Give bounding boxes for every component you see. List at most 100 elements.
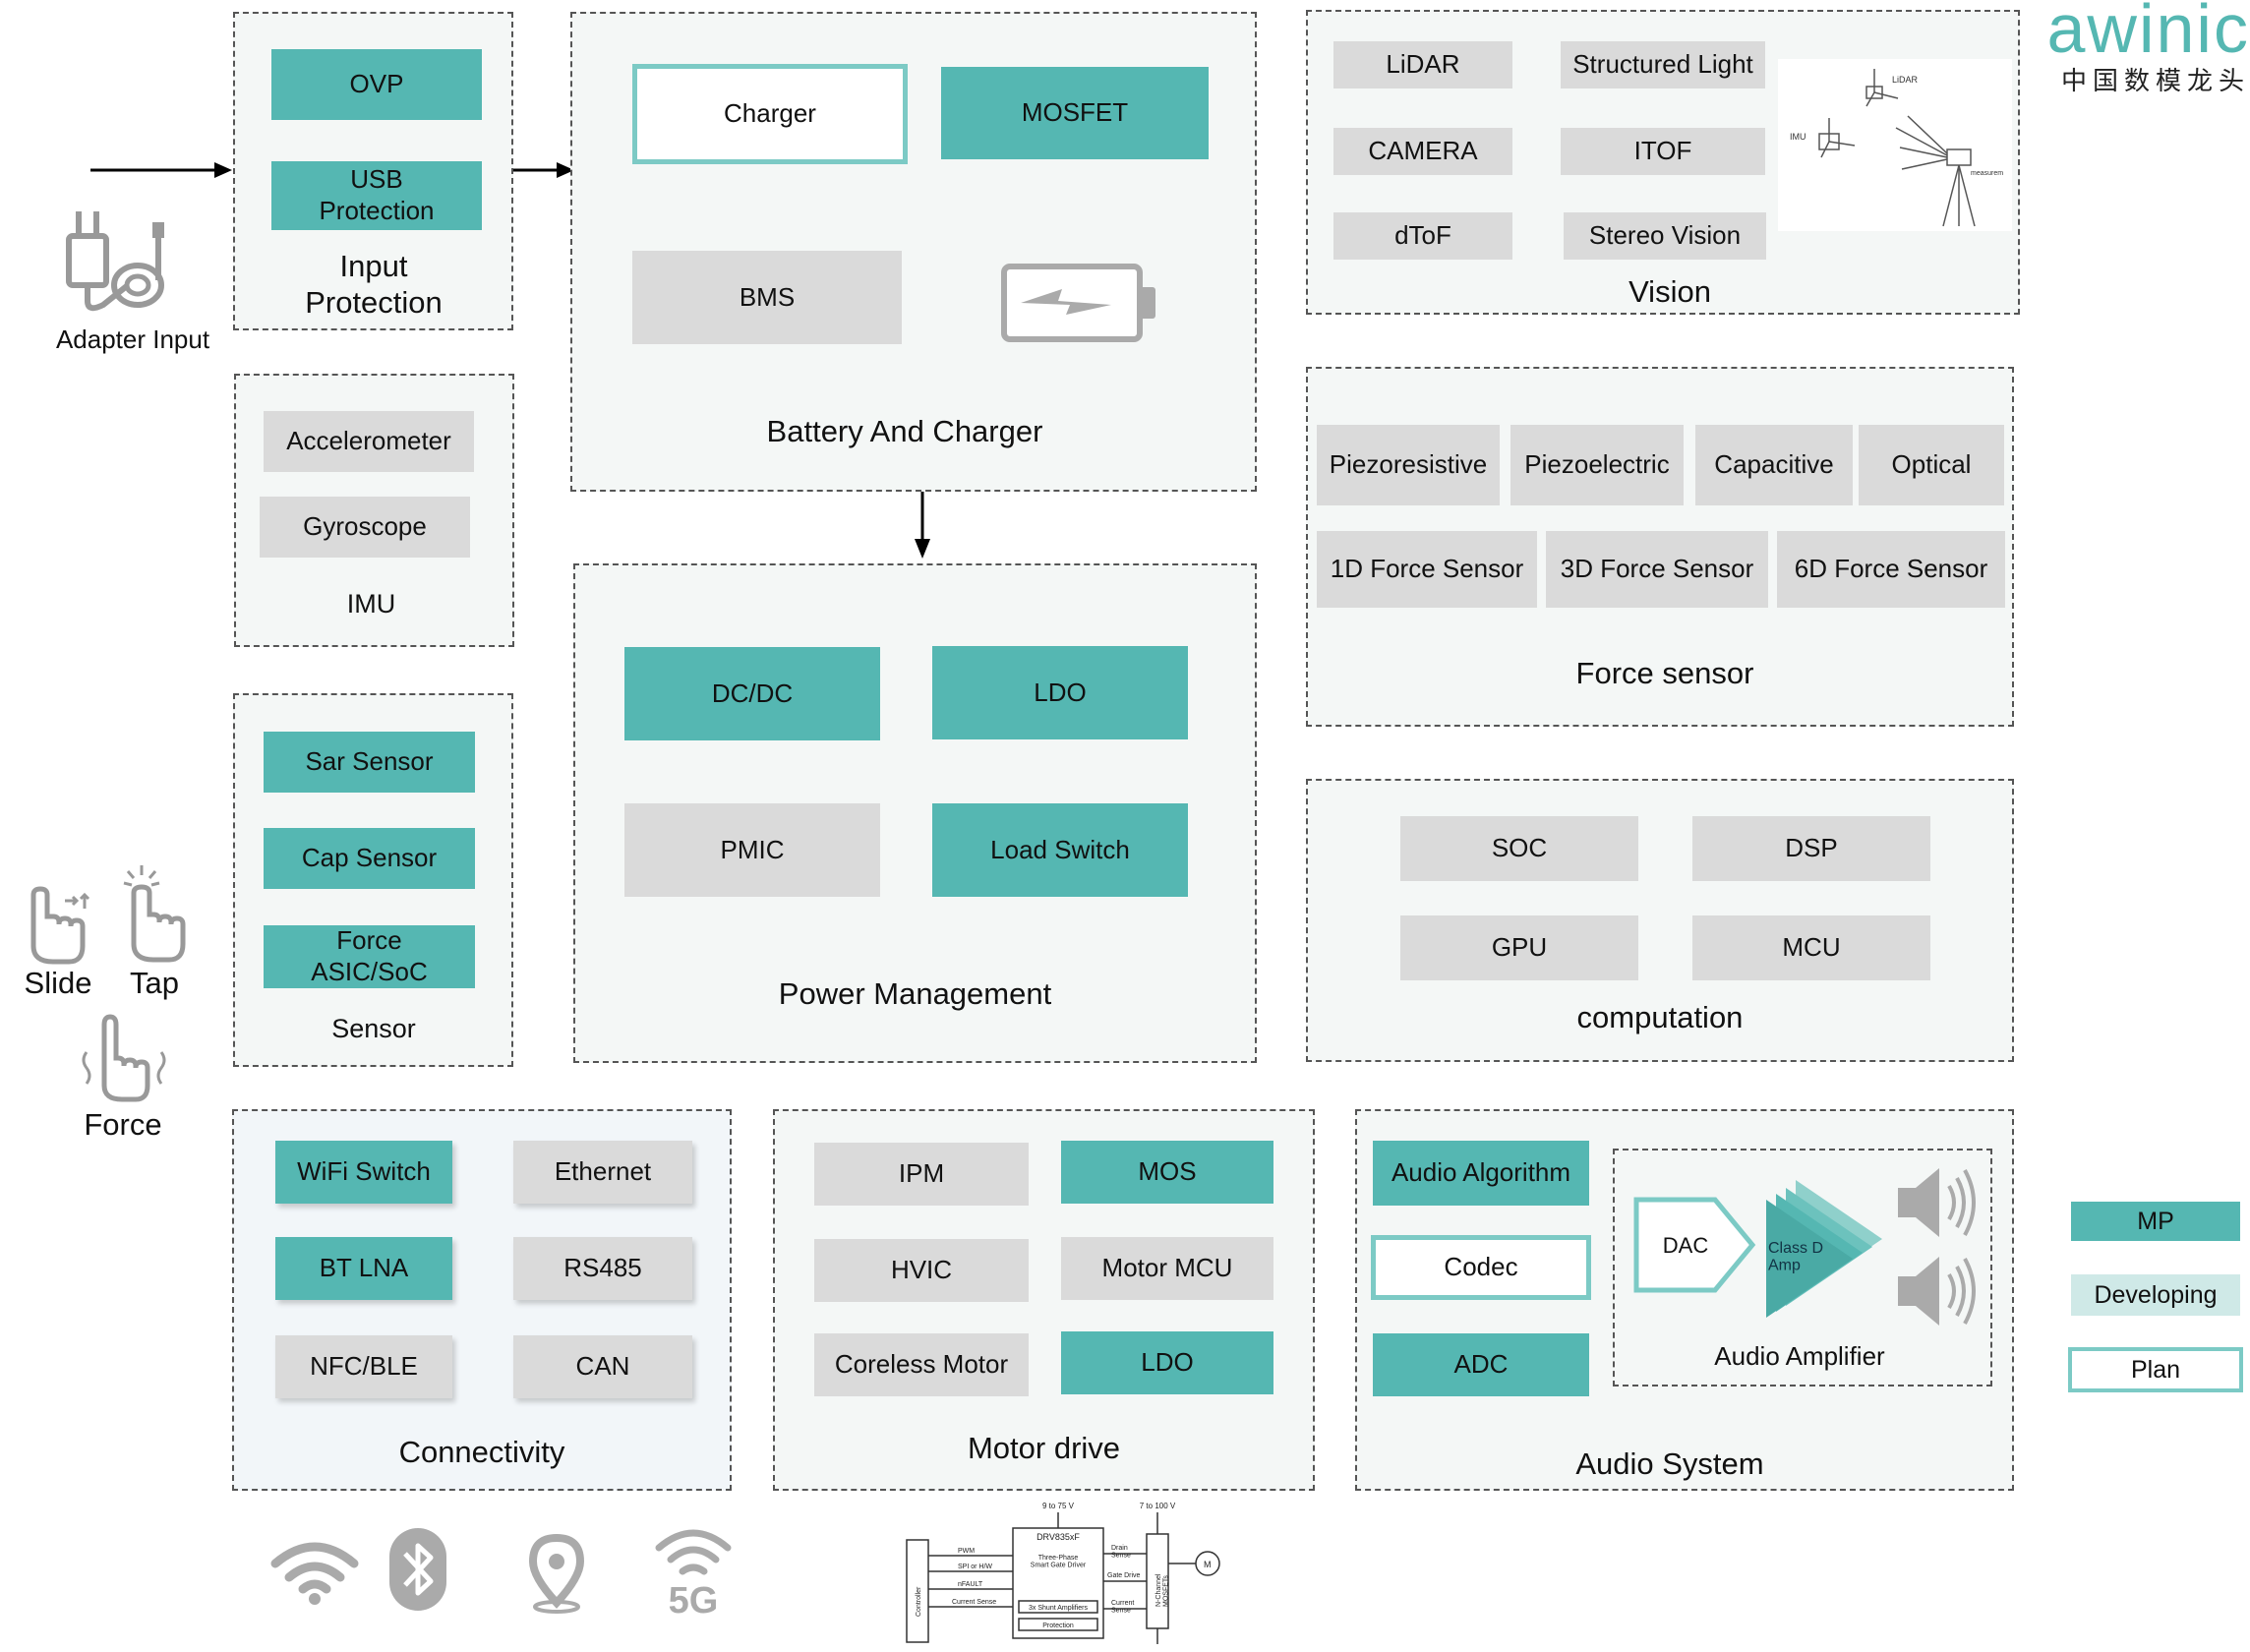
legend-plan: Plan [2068,1347,2243,1392]
sch-shunt: 3x Shunt Amplifiers [1029,1605,1088,1612]
force-6d-block: 6D Force Sensor [1777,531,2005,608]
force-asic-block: Force ASIC/SoC [264,925,475,988]
usb-protection-block: USB Protection [271,161,482,230]
gpu-block: GPU [1400,915,1638,980]
motor-mcu-block: Motor MCU [1061,1237,1273,1300]
mosfet-block: MOSFET [941,67,1209,159]
force-sensor-title: Force sensor [1575,656,1754,690]
ldo-block: LDO [932,646,1188,739]
structured-light-block: Structured Light [1561,41,1765,88]
piezoelectric-block: Piezoelectric [1510,425,1684,505]
fiveg-icon: 5G [655,1529,732,1622]
fig-measure-text: measurem [1971,170,2003,177]
speaker-icon-top [1898,1168,1976,1237]
bt-lna-block: BT LNA [275,1237,452,1300]
motor-driver-schematic: 9 to 75 V 7 to 100 V DRV835xF Three-Phas… [906,1502,1220,1644]
brand-subtitle: 中国数模龙头 [2060,66,2250,95]
sensor-title: Sensor [331,1014,416,1043]
battery-title: Battery And Charger [766,414,1043,448]
wifi-icon [270,1542,359,1605]
accelerometer-block: Accelerometer [264,411,474,472]
sch-current-sense: Current Sense [952,1599,996,1606]
force-1d-block: 1D Force Sensor [1317,531,1537,608]
mos-block: MOS [1061,1141,1273,1204]
dtof-block: dToF [1333,212,1512,260]
force-3d-block: 3D Force Sensor [1546,531,1768,608]
fig-imu-text: IMU [1790,132,1806,142]
dac-label: DAC [1663,1233,1709,1258]
tap-label: Tap [130,966,179,1000]
slide-gesture-icon [30,886,90,965]
brand-name: awinic [2046,0,2250,67]
battery-icon [1001,264,1155,342]
cap-sensor-block: Cap Sensor [264,828,475,889]
can-block: CAN [513,1335,692,1398]
dcdc-block: DC/DC [624,647,880,740]
connectivity-title: Connectivity [398,1435,565,1469]
sch-mosfets: N-ChannelMOSFETs [1155,1573,1170,1607]
lidar-block: LiDAR [1333,41,1512,88]
camera-block: CAMERA [1333,128,1512,175]
rs485-block: RS485 [513,1237,692,1300]
location-icon [528,1533,585,1614]
bluetooth-icon [389,1528,446,1611]
sch-gate-drive: Gate Drive [1107,1572,1141,1579]
sch-pwm: PWM [958,1548,975,1555]
sch-chip: DRV835xF [1036,1532,1080,1542]
ethernet-block: Ethernet [513,1141,692,1204]
mcu-block: MCU [1692,915,1930,980]
speaker-icon-bottom [1898,1257,1976,1326]
sch-nfault: nFAULT [958,1581,983,1588]
audio-system-title: Audio System [1575,1446,1764,1481]
sch-v2: 7 to 100 V [1140,1502,1176,1510]
fiveg-text: 5G [669,1580,719,1622]
lidar-imu-figure [1778,59,2012,231]
adapter-icon [66,211,164,312]
adc-block: ADC [1373,1333,1589,1396]
ovp-block: OVP [271,49,482,120]
charger-block: Charger [632,64,908,164]
audio-algorithm-block: Audio Algorithm [1373,1141,1589,1206]
force-label: Force [84,1107,162,1142]
motor-ldo-block: LDO [1061,1331,1273,1394]
dac-shape: DAC [1633,1197,1756,1293]
sch-motor: M [1204,1560,1212,1569]
sch-v1: 9 to 75 V [1042,1502,1075,1510]
battery-to-power-arrow [915,490,930,559]
lidar-imu-diagram: LiDAR IMU measurem [1790,69,2003,227]
capacitive-block: Capacitive [1695,425,1853,505]
input-arrow [90,162,232,178]
hvic-block: HVIC [814,1239,1029,1302]
force-gesture-icon [82,1014,166,1102]
ipm-block: IPM [814,1143,1029,1206]
vision-title: Vision [1628,274,1711,309]
legend-developing: Developing [2071,1274,2240,1316]
slide-label: Slide [24,966,92,1000]
sch-spi: SPI or H/W [958,1564,992,1570]
power-title: Power Management [778,976,1052,1011]
brand-logo: awinic 中国数模龙头 [2043,0,2250,97]
stereo-vision-block: Stereo Vision [1564,212,1766,260]
load-switch-block: Load Switch [932,803,1188,897]
adapter-input-label: Adapter Input [55,324,210,354]
itof-block: ITOF [1561,128,1765,175]
soc-block: SOC [1400,816,1638,881]
input-protection-title: Input Protection [305,249,443,321]
audio-amplifier-title: Audio Amplifier [1714,1341,1885,1371]
nfc-ble-block: NFC/BLE [275,1335,452,1398]
pmic-block: PMIC [624,803,880,897]
legend-mp: MP [2071,1202,2240,1241]
optical-block: Optical [1859,425,2004,505]
imu-title: IMU [346,589,396,619]
computation-title: computation [1576,1000,1744,1034]
motor-title: Motor drive [967,1431,1121,1465]
codec-block: Codec [1371,1235,1591,1300]
piezoresistive-block: Piezoresistive [1317,425,1500,505]
gyroscope-block: Gyroscope [260,497,470,558]
coreless-motor-block: Coreless Motor [814,1333,1029,1396]
